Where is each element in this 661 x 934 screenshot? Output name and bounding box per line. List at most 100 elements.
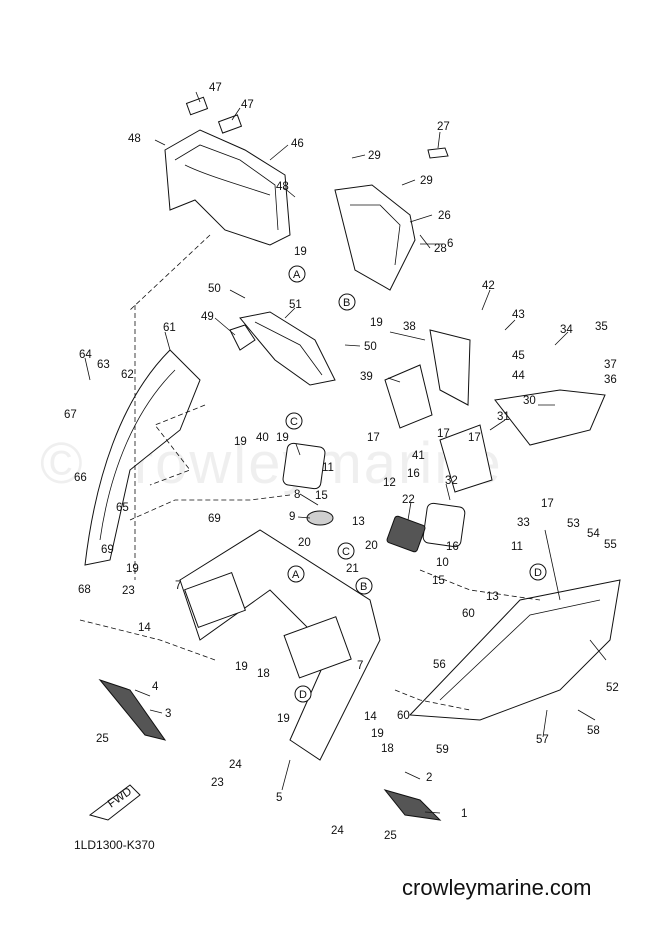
battery-box-left	[184, 572, 246, 628]
part-label-13: 13	[352, 516, 365, 528]
part-label-55: 55	[604, 539, 617, 551]
part-label-47: 47	[209, 82, 222, 94]
circle-ref-c-mid: C	[337, 542, 355, 560]
part-label-31: 31	[497, 411, 510, 423]
seal-32	[422, 502, 466, 548]
part-label-54: 54	[587, 528, 600, 540]
part-label-69: 69	[101, 544, 114, 556]
part-label-7: 7	[357, 660, 363, 672]
part-label-68: 68	[78, 584, 91, 596]
duct-31	[439, 424, 493, 493]
battery-box-right	[283, 616, 352, 679]
part-label-9: 9	[289, 511, 295, 523]
svg-text:B: B	[360, 581, 367, 593]
part-label-58: 58	[587, 725, 600, 737]
part-label-29: 29	[368, 150, 381, 162]
part-label-3: 3	[165, 708, 171, 720]
part-label-67: 67	[64, 409, 77, 421]
panel-30	[494, 389, 606, 446]
part-label-29: 29	[420, 175, 433, 187]
duct-49	[229, 324, 256, 351]
part-label-65: 65	[116, 502, 129, 514]
washer-9	[306, 510, 334, 526]
panel-3	[98, 678, 167, 741]
part-label-56: 56	[433, 659, 446, 671]
part-label-15: 15	[315, 490, 328, 502]
side-cover-left-61	[84, 349, 201, 566]
duct-39	[384, 364, 433, 429]
part-label-61: 61	[163, 322, 176, 334]
part-label-43: 43	[512, 309, 525, 321]
part-label-44: 44	[512, 370, 525, 382]
part-label-11: 11	[322, 462, 334, 474]
part-label-48: 48	[128, 133, 141, 145]
circle-ref-a-mid: A	[287, 565, 305, 583]
side-cover-right-52	[408, 579, 621, 721]
part-label-6: 6	[447, 238, 453, 250]
part-label-27: 27	[437, 121, 450, 133]
part-label-59: 59	[436, 744, 449, 756]
grommet-22	[386, 515, 426, 553]
part-label-40: 40	[256, 432, 269, 444]
part-label-34: 34	[560, 324, 573, 336]
part-label-19: 19	[277, 713, 290, 725]
part-label-26: 26	[438, 210, 451, 222]
part-label-2: 2	[426, 772, 432, 784]
panel-38	[429, 329, 471, 406]
part-label-53: 53	[567, 518, 580, 530]
cover-51	[239, 311, 336, 386]
part-label-17: 17	[367, 432, 380, 444]
part-label-19: 19	[235, 661, 248, 673]
part-label-64: 64	[79, 349, 92, 361]
svg-text:B: B	[343, 297, 350, 309]
part-label-28: 28	[434, 243, 447, 255]
svg-text:D: D	[534, 567, 542, 579]
pad-27	[427, 147, 449, 159]
part-labels: 47 47 48 46 48 27 29 29 26 6 28 19 19 50…	[64, 82, 619, 842]
part-label-17: 17	[437, 428, 450, 440]
part-label-60: 60	[397, 710, 410, 722]
part-label-14: 14	[364, 711, 377, 723]
part-label-17: 17	[541, 498, 554, 510]
circle-ref-a-top: A	[288, 265, 306, 283]
part-label-35: 35	[595, 321, 608, 333]
part-label-51: 51	[289, 299, 302, 311]
cowling-front-top-46	[164, 129, 291, 246]
part-label-12: 12	[383, 477, 396, 489]
circle-ref-d-low: D	[294, 685, 312, 703]
part-label-36: 36	[604, 374, 617, 386]
svg-text:A: A	[292, 569, 300, 581]
part-label-38: 38	[403, 321, 416, 333]
circle-ref-b-mid: B	[355, 577, 373, 595]
part-label-41: 41	[412, 450, 425, 462]
circle-ref-d-right: D	[529, 563, 547, 581]
drawing-code: 1LD1300-K370	[74, 838, 155, 852]
part-label-10: 10	[436, 557, 449, 569]
part-label-17: 17	[468, 432, 481, 444]
part-label-24: 24	[331, 825, 344, 837]
circle-ref-c-top: C	[285, 412, 303, 430]
part-label-21: 21	[346, 563, 359, 575]
part-label-23: 23	[211, 777, 224, 789]
part-label-16: 16	[446, 541, 459, 553]
part-label-18: 18	[381, 743, 394, 755]
part-label-30: 30	[523, 395, 536, 407]
part-label-1: 1	[461, 808, 467, 820]
part-label-18: 18	[257, 668, 270, 680]
part-label-39: 39	[360, 371, 373, 383]
part-label-8: 8	[294, 489, 300, 501]
circle-ref-b-top: B	[338, 293, 356, 311]
part-label-45: 45	[512, 350, 525, 362]
panel-1	[383, 789, 442, 821]
part-label-25: 25	[384, 830, 397, 842]
part-label-42: 42	[482, 280, 495, 292]
part-label-32: 32	[445, 475, 458, 487]
part-label-50: 50	[208, 283, 221, 295]
part-label-14: 14	[138, 622, 151, 634]
part-label-19: 19	[294, 246, 307, 258]
part-label-50: 50	[364, 341, 377, 353]
part-label-37: 37	[604, 359, 617, 371]
part-label-11: 11	[511, 541, 523, 553]
part-label-62: 62	[121, 369, 134, 381]
